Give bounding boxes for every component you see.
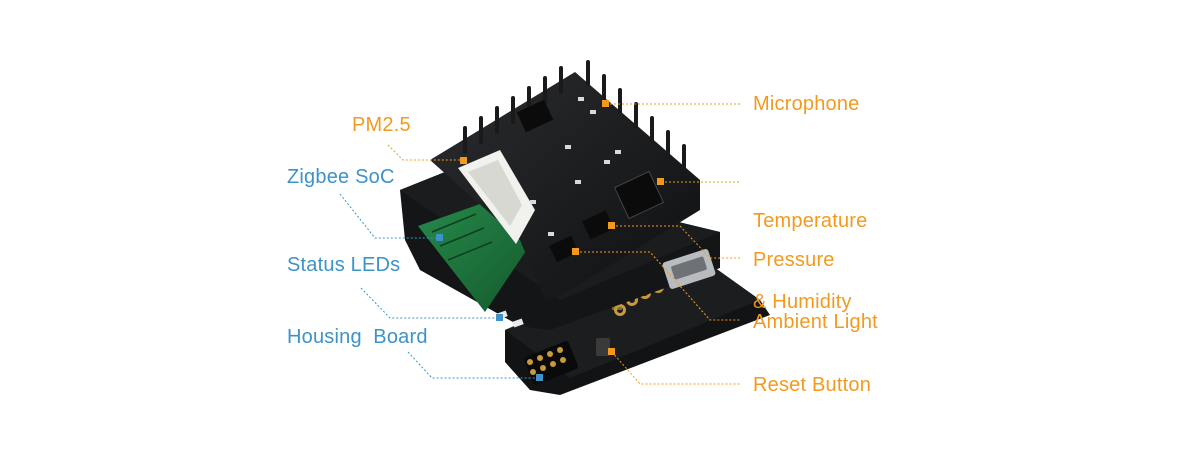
reset-button-component [596, 338, 610, 356]
label-housing-board: Housing Board [287, 326, 428, 348]
label-ambient-light: Ambient Light [753, 311, 878, 333]
marker-pm25 [460, 157, 467, 164]
temperature-humidity-chip [613, 170, 665, 220]
pressure-chip [581, 210, 615, 240]
marker-status-leds [496, 314, 503, 321]
marker-pressure [608, 222, 615, 229]
leader-pressure [612, 225, 740, 259]
leader-reset [611, 351, 740, 385]
ambient-light-chip [549, 235, 579, 263]
label-zigbee-soc: Zigbee SoC [287, 166, 395, 188]
label-temperature-humidity: Temperature & Humidity [753, 154, 867, 343]
pm25-connector [458, 150, 535, 244]
marker-temperature [657, 178, 664, 185]
orange-markers [460, 100, 664, 355]
marker-ambient-light [572, 248, 579, 255]
leader-status-leds [360, 287, 500, 319]
label-pm25: PM2.5 [352, 114, 411, 136]
marker-microphone [602, 100, 609, 107]
leader-zigbee [339, 193, 440, 239]
marker-zigbee [436, 234, 443, 241]
blue-leader-lines [339, 193, 540, 379]
sensor-board-pcb [430, 60, 700, 300]
label-pressure: Pressure [753, 249, 835, 271]
orange-leader-lines [387, 103, 740, 385]
marker-reset [608, 348, 615, 355]
leader-ambient-light [576, 251, 740, 321]
label-reset-button: Reset Button [753, 374, 872, 396]
label-humidity-line: & Humidity [753, 291, 852, 313]
pin-header-p4 [524, 341, 578, 385]
marker-housing [536, 374, 543, 381]
zigbee-module [418, 204, 530, 312]
label-microphone: Microphone [753, 93, 860, 115]
microphone-chip [516, 99, 554, 133]
blue-markers [436, 234, 543, 381]
micro-usb-port [662, 249, 716, 289]
label-status-leds: Status LEDs [287, 254, 401, 276]
leader-pm25 [387, 144, 463, 161]
label-temperature-line: Temperature [753, 210, 868, 232]
